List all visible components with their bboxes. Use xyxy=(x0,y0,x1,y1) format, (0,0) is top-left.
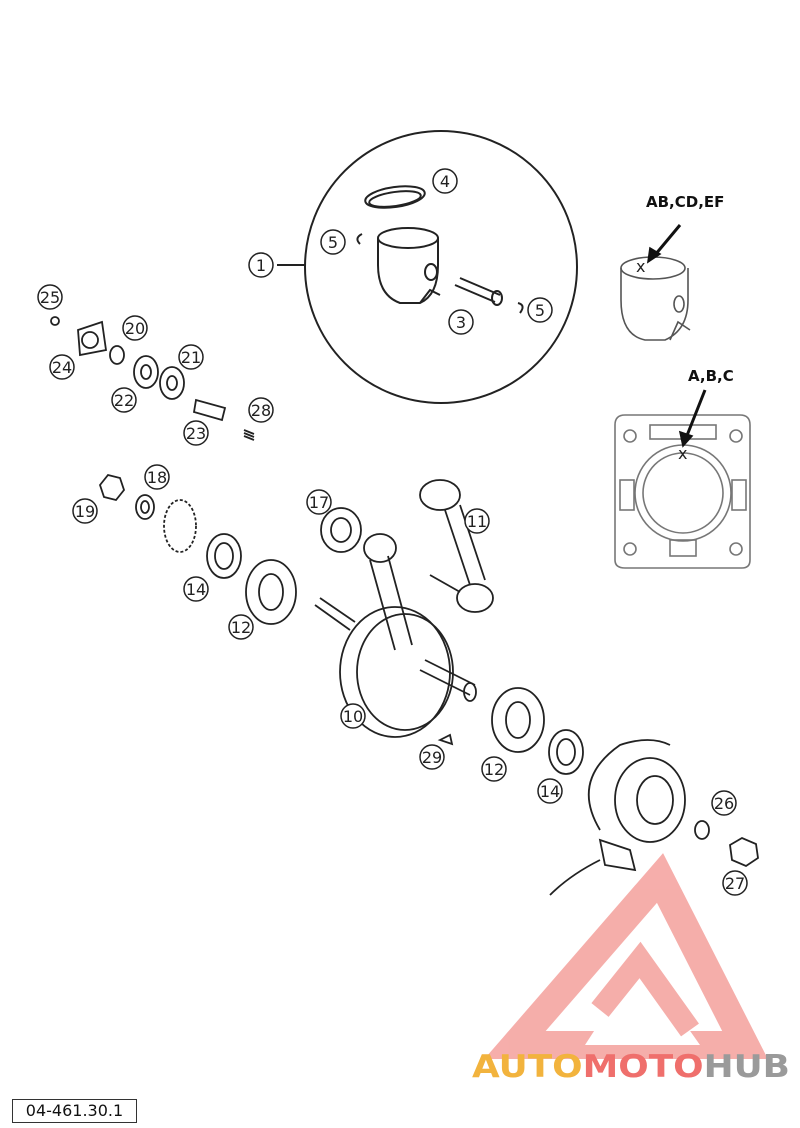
callout-12a: 12 xyxy=(231,618,251,637)
callout-27: 27 xyxy=(725,874,745,893)
watermark-hub: HUB xyxy=(704,1049,790,1085)
callout-10: 10 xyxy=(343,707,363,726)
callouts xyxy=(37,168,748,896)
watermark-logo xyxy=(484,853,768,1059)
gasket-marking-view xyxy=(614,389,751,569)
callout-22: 22 xyxy=(114,391,134,410)
callout-23: 23 xyxy=(186,424,206,443)
gasket-mark-symbol: x xyxy=(678,444,687,463)
piston-group xyxy=(277,130,578,404)
crankshaft-assembly xyxy=(314,479,584,775)
callout-18: 18 xyxy=(147,468,167,487)
callout-24: 24 xyxy=(52,358,72,377)
callout-1: 1 xyxy=(256,256,266,275)
callout-14a: 14 xyxy=(186,580,206,599)
stator-assembly xyxy=(549,739,759,896)
callout-17: 17 xyxy=(309,493,329,512)
callout-28: 28 xyxy=(251,401,271,420)
part-code: 04-461.30.1 xyxy=(12,1099,137,1123)
piston-mark-symbol: x xyxy=(636,257,645,276)
callout-14b: 14 xyxy=(540,782,560,801)
callout-12b: 12 xyxy=(484,760,504,779)
callout-21: 21 xyxy=(181,348,201,367)
watermark-moto: MOTO xyxy=(583,1049,704,1085)
callout-19: 19 xyxy=(75,502,95,521)
callout-29: 29 xyxy=(422,748,442,767)
callout-11: 11 xyxy=(467,512,487,531)
watermark-auto: AUTO xyxy=(472,1049,583,1085)
callout-labels: 1 3 4 5 5 10 11 12 12 14 14 17 18 19 20 … xyxy=(40,172,745,893)
callout-3: 3 xyxy=(456,313,466,332)
callout-26: 26 xyxy=(714,794,734,813)
callout-4: 4 xyxy=(440,172,450,191)
callout-5a: 5 xyxy=(328,233,338,252)
piston-marking-label: AB,CD,EF xyxy=(646,193,724,211)
gasket-marking-label: A,B,C xyxy=(688,367,734,385)
left-small-parts xyxy=(50,316,297,625)
callout-5b: 5 xyxy=(535,301,545,320)
callout-20: 20 xyxy=(125,319,145,338)
piston-marking-view xyxy=(620,224,691,341)
callout-25: 25 xyxy=(40,288,60,307)
